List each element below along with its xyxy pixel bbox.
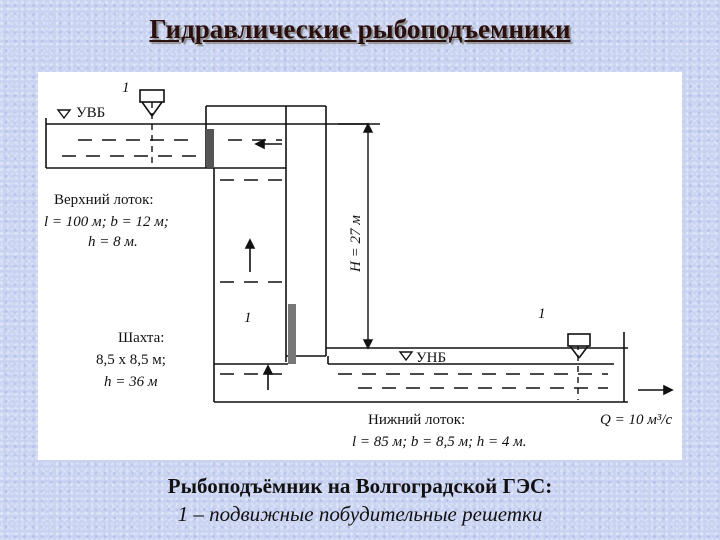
shaft-line1: 8,5 x 8,5 м; [96, 352, 166, 368]
caption-legend: 1 – подвижные побудительные решетки [177, 502, 543, 526]
caption-title: Рыбоподъёмник на Волгоградской ГЭС: [167, 474, 553, 498]
flow-arrows [244, 138, 674, 396]
marker-1-upper: 1 [122, 80, 130, 96]
lower-tray-line1: l = 85 м; b = 8,5 м; h = 4 м. [352, 434, 527, 450]
marker-1-shaft: 1 [244, 310, 252, 326]
upper-gate [206, 129, 214, 167]
shaft-title: Шахта: [118, 330, 164, 346]
slide-title: Гидравлические рыбоподъемники [149, 14, 571, 44]
upper-level-marker [56, 109, 72, 120]
lower-level-label: УНБ [416, 350, 446, 366]
height-dimension [338, 122, 380, 350]
upper-carriage [139, 89, 165, 103]
upper-level-label: УВБ [76, 105, 105, 121]
height-label: H = 27 м [348, 215, 364, 273]
lower-level-marker [398, 351, 414, 362]
diagram-panel: УВБ УНБ 1 1 1 H = 27 м Верхний лоток: l … [38, 72, 682, 460]
lower-tray-title: Нижний лоток: [368, 412, 465, 428]
flow-label: Q = 10 м³/с [600, 412, 672, 428]
shaft-line2: h = 36 м [104, 374, 158, 390]
marker-1-lower: 1 [538, 306, 546, 322]
lower-carriage [567, 333, 591, 347]
shaft-gate [288, 304, 296, 364]
water-dashes [62, 139, 608, 389]
upper-tray-line1: l = 100 м; b = 12 м; [44, 214, 169, 230]
upper-tray-title: Верхний лоток: [54, 192, 154, 208]
fish-lift-diagram: УВБ УНБ 1 1 1 H = 27 м Верхний лоток: l … [44, 80, 674, 450]
upper-tray-line2: h = 8 м. [88, 234, 138, 250]
